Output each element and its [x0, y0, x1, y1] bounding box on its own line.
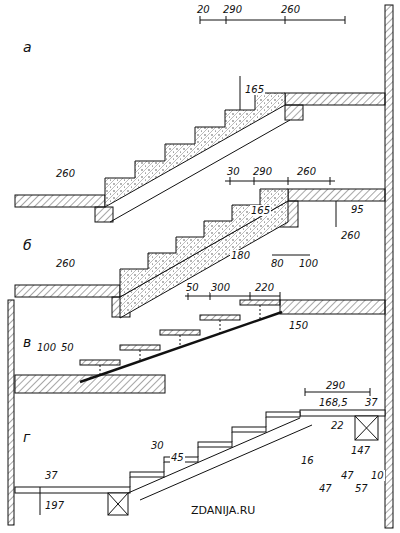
dimension-label: 260	[296, 166, 317, 177]
dimension-label: 165	[250, 205, 271, 216]
dimension-label: 147	[350, 445, 371, 456]
dimension-label: 57	[354, 483, 369, 494]
section-letter: г	[22, 430, 31, 445]
dimension-label: 50	[60, 342, 75, 353]
walls	[8, 5, 393, 528]
post	[180, 335, 181, 348]
dimension-label: 260	[340, 230, 361, 241]
stair-a	[15, 16, 385, 222]
tread	[200, 315, 240, 320]
dimension-label: 100	[298, 258, 319, 269]
dimension-label: 290	[252, 166, 273, 177]
tread	[198, 442, 232, 447]
section-letter: в	[22, 335, 32, 350]
watermark: ZDANIJA.RU	[190, 505, 256, 517]
dimension-label: 47	[318, 483, 333, 494]
dimension-label: 165	[244, 84, 265, 95]
dimension-label: 100	[36, 342, 57, 353]
riser	[232, 432, 233, 442]
dimension-label: 16	[300, 455, 315, 466]
riser	[198, 447, 199, 457]
dimension-label: 220	[254, 282, 275, 293]
post	[140, 350, 141, 362]
dimension-label: 10	[370, 470, 385, 481]
section-letter: а	[22, 40, 33, 55]
stair-b	[15, 177, 385, 318]
tread	[232, 427, 266, 432]
stair-d	[15, 388, 385, 515]
dimension-label: 197	[44, 500, 65, 511]
tread	[266, 412, 300, 417]
dimension-label: 50	[185, 282, 200, 293]
riser	[266, 417, 267, 427]
dimension-label: 30	[150, 440, 165, 451]
dimension-label: 47	[340, 470, 355, 481]
riser	[130, 477, 131, 487]
dimension-label: 180	[230, 250, 251, 261]
riser	[164, 462, 165, 472]
dimension-label: 300	[210, 282, 231, 293]
dimension-label: 150	[288, 320, 309, 331]
tread	[240, 300, 280, 305]
stair-c	[15, 292, 385, 393]
stair-flight	[105, 93, 285, 207]
dimension-label: 290	[222, 4, 243, 15]
tread	[130, 472, 164, 477]
post	[220, 320, 221, 334]
dimension-label: 290	[325, 380, 346, 391]
tread	[80, 360, 120, 365]
dimension-label: 260	[55, 258, 76, 269]
dimension-label: 80	[270, 258, 285, 269]
dimension-label: 20	[196, 4, 211, 15]
stair-steps	[80, 93, 300, 487]
dimension-label: 37	[44, 470, 59, 481]
dimension-label: 95	[350, 204, 365, 215]
post	[260, 305, 261, 320]
dimension-label: 260	[280, 4, 301, 15]
dimension-label: 37	[364, 397, 379, 408]
dimension-label: 22	[330, 420, 345, 431]
tread	[160, 330, 200, 335]
dimension-label: 168,5	[318, 397, 349, 408]
tread	[120, 345, 160, 350]
post	[100, 365, 101, 376]
dimension-label: 45	[170, 452, 185, 463]
stair-flight	[120, 189, 288, 297]
dimension-label: 30	[226, 166, 241, 177]
dimension-label: 260	[55, 168, 76, 179]
section-letter: б	[22, 238, 33, 253]
